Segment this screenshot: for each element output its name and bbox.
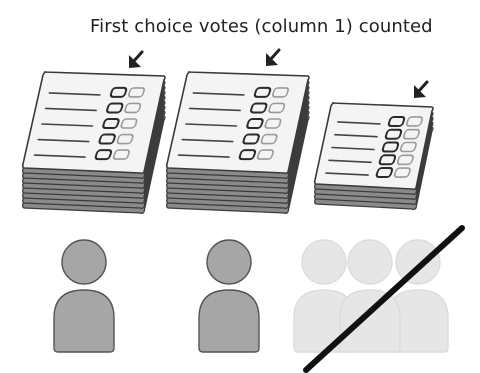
ballot-name-line (185, 123, 238, 127)
ballot-box-column-1 (109, 86, 128, 98)
ballot-box-column-1 (98, 133, 116, 145)
person-icon (198, 239, 260, 353)
ballot-box-column-2 (268, 102, 286, 114)
person-head (301, 239, 347, 285)
ballot-name-line (337, 121, 381, 125)
ballot-box-column-2 (272, 87, 289, 98)
ballot-box-column-2 (120, 118, 138, 129)
ballot-stack-icon (165, 48, 310, 214)
ballot-stack-icon (313, 80, 434, 210)
person-head (206, 239, 252, 285)
ballot-box-column-2 (393, 167, 411, 178)
ballot-box-column-2 (402, 128, 420, 140)
ballot-name-line (37, 138, 90, 143)
ballot-box-column-1 (384, 128, 403, 140)
ballot-box-column-2 (124, 102, 142, 114)
ballot-sheet-top (21, 71, 166, 175)
ballot-name-line (181, 138, 234, 143)
ballot-box-column-1 (102, 118, 120, 129)
ballot-name-line (192, 92, 245, 96)
ballot-name-line (331, 146, 375, 151)
ballot-box-column-2 (260, 133, 278, 145)
diagram-title: First choice votes (column 1) counted (90, 16, 433, 37)
person-icon (339, 239, 401, 353)
ballot-box-column-1 (238, 149, 257, 161)
ballot-name-line (177, 154, 230, 158)
ballot-box-column-2 (406, 116, 423, 127)
person-icon (387, 239, 449, 353)
ballot-sheet-top (165, 71, 310, 175)
ballot-name-line (33, 154, 86, 158)
ballot-box-column-2 (256, 149, 274, 160)
pointer-arrow-head (129, 55, 141, 68)
strikethrough-line-icon (303, 225, 465, 373)
ballot-box-column-2 (112, 149, 130, 160)
ballot-box-column-1 (375, 167, 394, 179)
ballot-box-column-1 (253, 86, 272, 98)
ballot-name-line (325, 172, 369, 176)
person-head (395, 239, 441, 285)
ballot-name-line (48, 92, 101, 96)
ballot-name-line (334, 133, 378, 138)
person-body (198, 289, 260, 353)
ballot-name-line (41, 123, 94, 127)
ballot-box-column-2 (396, 154, 414, 166)
pointer-arrow-icon (266, 48, 281, 66)
ballot-box-column-1 (106, 102, 124, 114)
ballot-box-column-1 (94, 149, 113, 161)
pointer-arrow-shaft (416, 80, 429, 94)
pointer-arrow-icon (129, 50, 144, 68)
ballot-box-column-2 (116, 133, 134, 145)
ballot-name-line (44, 107, 97, 112)
ballot-box-column-2 (264, 118, 282, 129)
person-body (339, 289, 401, 353)
pointer-arrow-shaft (131, 50, 144, 64)
person-head (347, 239, 393, 285)
ballot-box-column-2 (399, 141, 417, 153)
ballot-name-line (328, 159, 372, 164)
ballot-box-column-2 (128, 87, 145, 98)
ballot-box-column-1 (246, 118, 264, 129)
pointer-arrow-icon (414, 80, 429, 98)
pointer-arrow-head (266, 53, 278, 66)
ballot-stack-icon (21, 50, 166, 214)
ballot-box-column-1 (378, 154, 397, 166)
pointer-arrow-shaft (268, 48, 281, 62)
ballot-box-column-1 (250, 102, 268, 114)
ballot-box-column-1 (387, 115, 406, 127)
pointer-arrow-head (414, 85, 426, 98)
person-body (53, 289, 115, 353)
person-head (61, 239, 107, 285)
person-icon (53, 239, 115, 353)
ballot-box-column-1 (242, 133, 260, 145)
ballot-box-column-1 (381, 141, 400, 153)
ballot-name-line (188, 107, 241, 112)
